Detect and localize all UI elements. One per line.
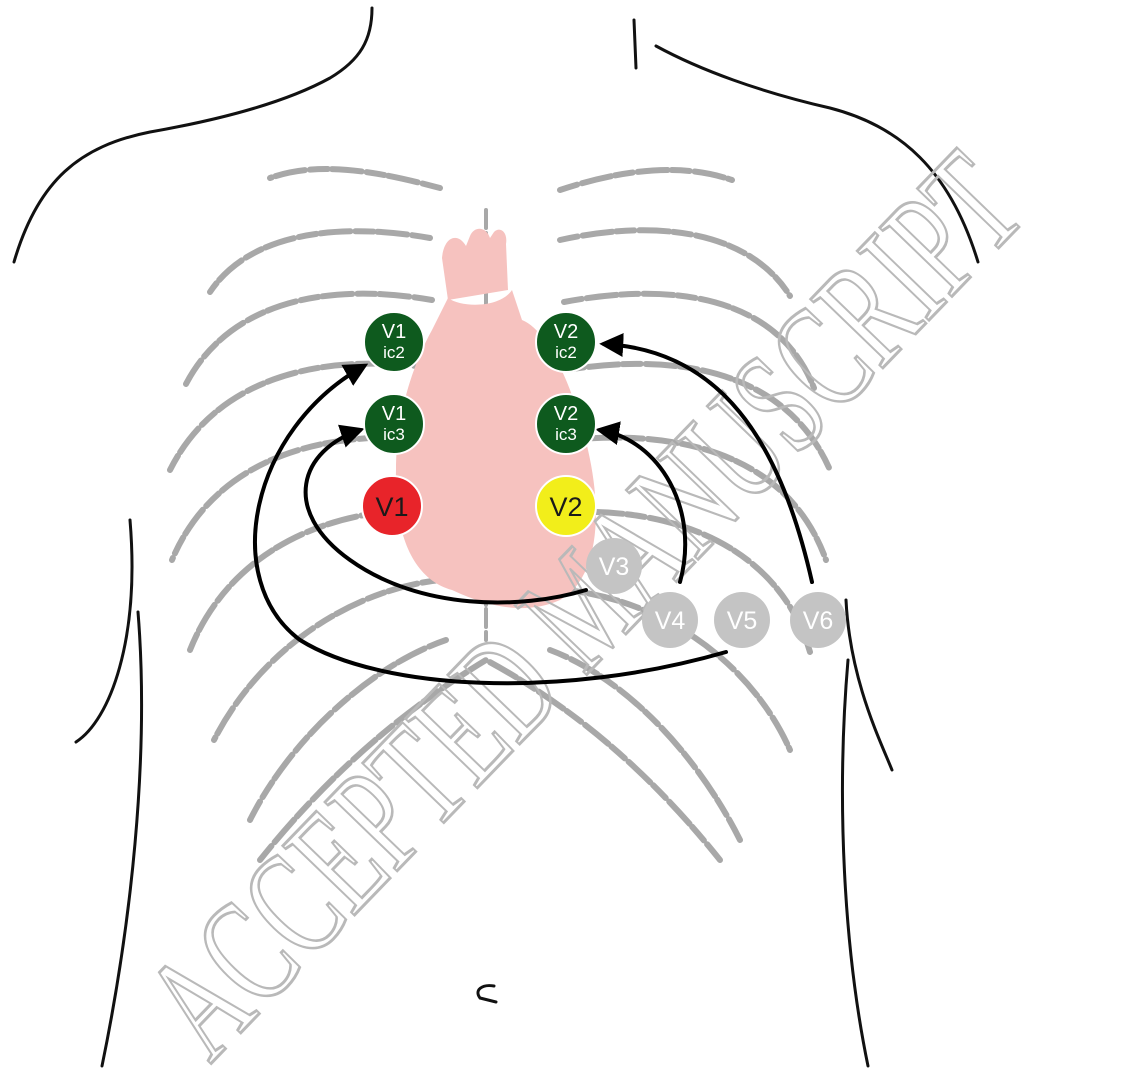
electrode-v1-ic2: V1 ic2 [364, 312, 424, 372]
neck-left-line [14, 8, 372, 262]
electrode-v4-label: V4 [655, 607, 686, 635]
clavicle-left [270, 169, 440, 188]
rib-right-1 [560, 230, 790, 296]
electrode-v1-ic2-line1: V1 [382, 321, 406, 343]
electrode-v2-ic3-line2: ic3 [555, 425, 577, 444]
electrode-v5-label: V5 [727, 607, 758, 635]
electrode-v2-ic2-line1: V2 [554, 321, 578, 343]
electrode-v2: V2 [536, 476, 596, 536]
electrode-v2-label: V2 [549, 492, 582, 522]
electrode-v6-label: V6 [803, 607, 834, 635]
left-arm-line [76, 520, 132, 742]
electrode-v3-label: V3 [599, 553, 630, 581]
electrode-v5: V5 [714, 592, 770, 648]
electrode-v4: V4 [642, 592, 698, 648]
electrode-v2-ic2-line2: ic2 [555, 343, 577, 362]
electrode-v1-ic3-line2: ic3 [383, 425, 405, 444]
great-vessels [442, 229, 508, 300]
right-arm-line [846, 600, 892, 770]
left-side-line [102, 612, 142, 1066]
neck-right-line [634, 20, 636, 68]
electrode-v6: V6 [790, 592, 846, 648]
right-side-line [842, 660, 868, 1066]
electrode-v2-ic3-line1: V2 [554, 403, 578, 425]
electrode-v1-label: V1 [375, 492, 408, 522]
electrode-v1-ic2-line2: ic2 [383, 343, 405, 362]
electrode-v1-ic3-line1: V1 [382, 403, 406, 425]
electrode-v1: V1 [362, 476, 422, 536]
rib-left-1 [210, 231, 430, 292]
clavicle-right [560, 170, 732, 190]
electrode-v2-ic3: V2 ic3 [536, 394, 596, 454]
electrode-v2-ic2: V2 ic2 [536, 312, 596, 372]
electrode-v3: V3 [586, 538, 642, 594]
watermark-text: ACCEPTED MANUSCRIPT [113, 122, 1054, 1068]
navel-mark [478, 986, 496, 1002]
electrode-v1-ic3: V1 ic3 [364, 394, 424, 454]
